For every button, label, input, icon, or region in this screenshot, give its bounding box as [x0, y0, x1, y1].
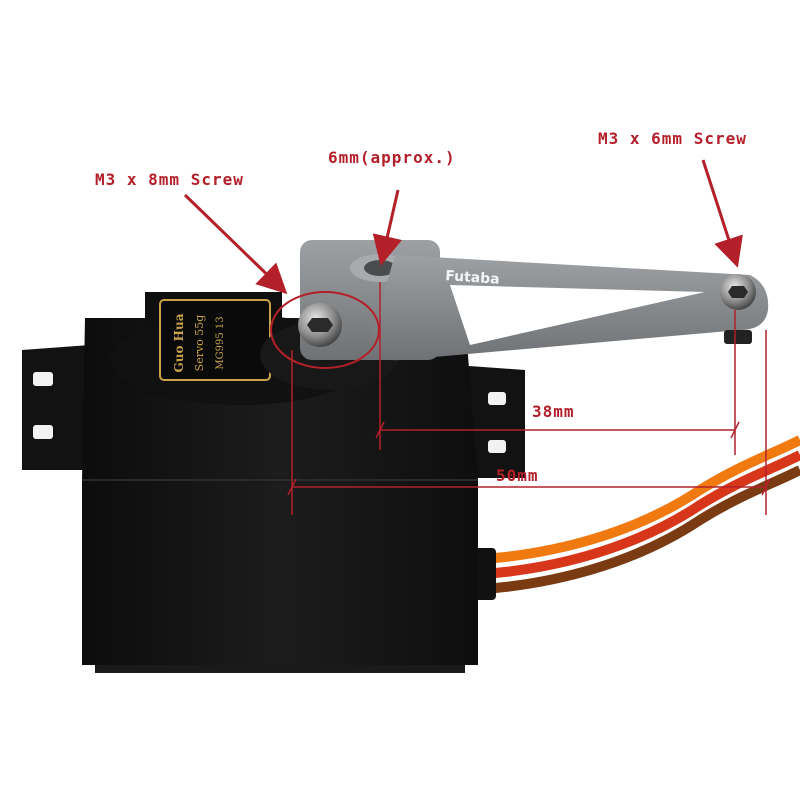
- servo-body: [82, 318, 478, 673]
- label-line-2: Servo 55g: [193, 315, 206, 372]
- mount-flange-left: [22, 345, 90, 470]
- label-m3x8-screw: M3 x 8mm Screw: [95, 170, 244, 189]
- label-spline-6mm: 6mm(approx.): [328, 148, 456, 167]
- dimension-lines: [287, 282, 771, 515]
- label-dim-50mm: 50mm: [496, 466, 539, 485]
- arm-brand: Futaba: [445, 268, 500, 288]
- servo-label: Guo Hua Servo 55g MG995 13: [159, 299, 271, 381]
- servo-arm: Futaba: [370, 255, 769, 361]
- label-m3x6-screw: M3 x 6mm Screw: [598, 129, 747, 148]
- screw-right: [720, 274, 756, 344]
- screw-left: [270, 291, 380, 369]
- pointer-arrows: [183, 159, 743, 295]
- label-dim-38mm: 38mm: [532, 402, 575, 421]
- label-line-1: Guo Hua: [172, 313, 186, 372]
- label-line-3: MG995 13: [215, 316, 226, 369]
